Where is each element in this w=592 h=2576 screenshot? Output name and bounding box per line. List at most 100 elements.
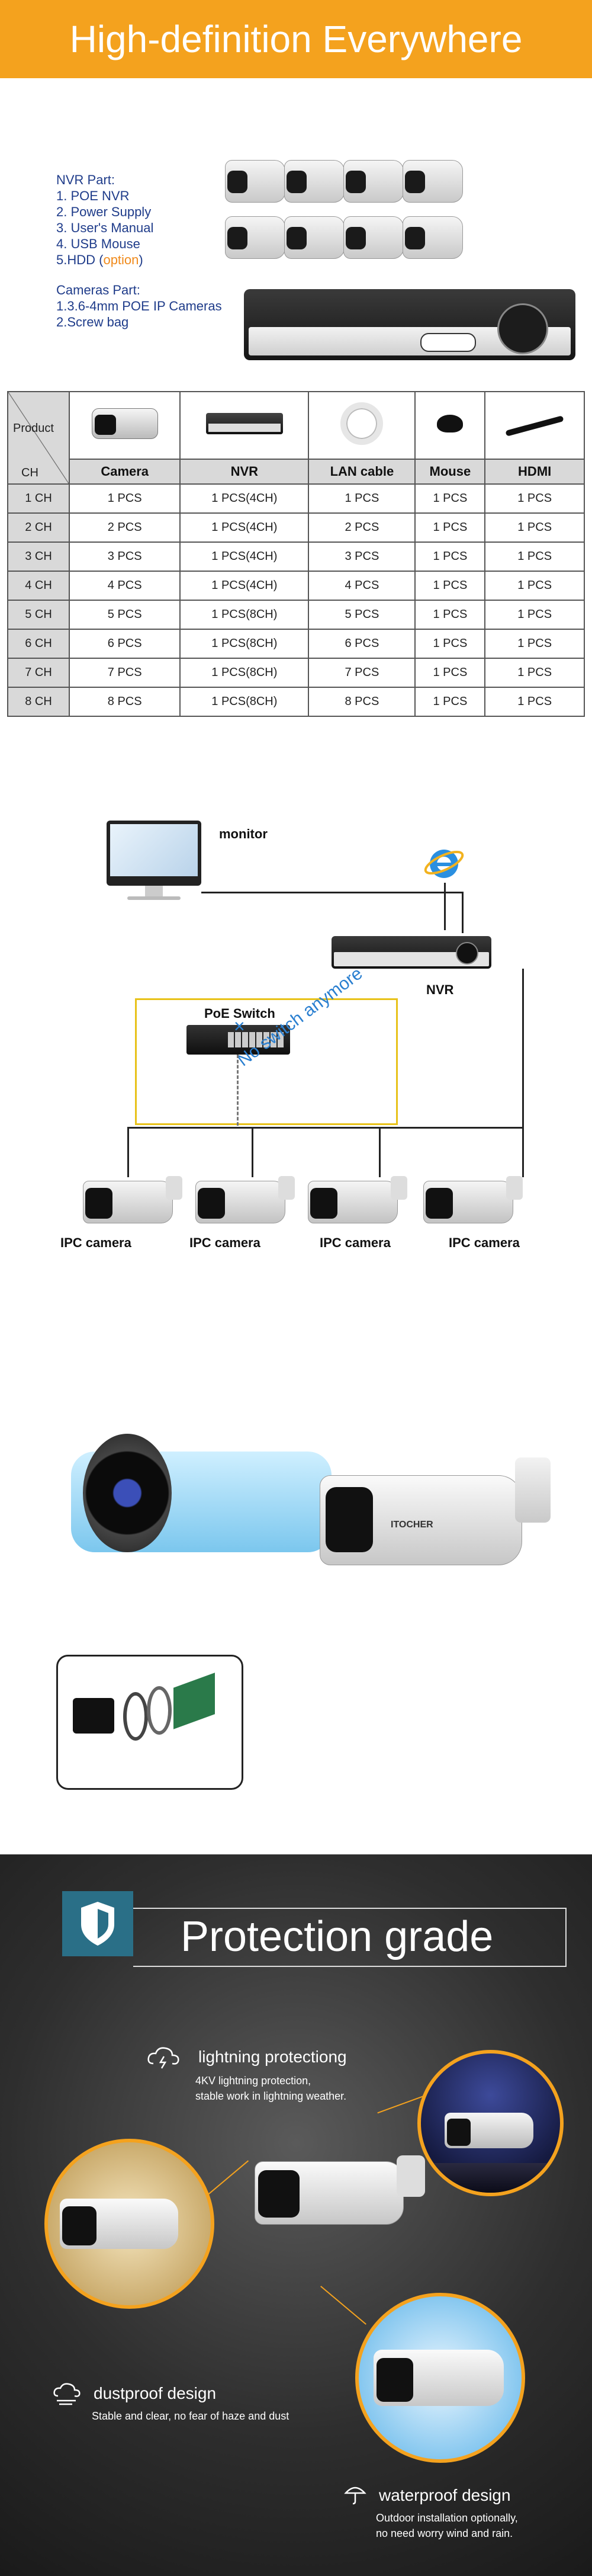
column-header: Mouse	[414, 459, 486, 485]
ipc-camera-image	[195, 1176, 296, 1223]
table-cell: 1 PCS(8CH)	[179, 658, 310, 688]
camera-image	[225, 210, 285, 259]
ch-cell: 6 CH	[7, 629, 70, 659]
table-cell: 5 PCS	[308, 600, 416, 630]
table-cell: 1 PCS	[68, 483, 181, 514]
dust-scene-image	[44, 2139, 214, 2309]
lightning-cloud-icon	[146, 2046, 182, 2072]
table-cell: 3 PCS	[308, 542, 416, 572]
cross-mark-icon: ×	[234, 1015, 245, 1037]
nvr-part-item: 4. USB Mouse	[56, 236, 140, 251]
cameras-part-item: 1.3.6-4mm POE IP Cameras	[56, 299, 222, 313]
product-mouse-image	[414, 391, 486, 460]
product-nvr-image	[179, 391, 310, 460]
ipc-camera-image	[308, 1176, 408, 1223]
header-title: High-definition Everywhere	[69, 18, 523, 60]
hdd-suffix: )	[139, 252, 143, 267]
ch-cell: 5 CH	[7, 600, 70, 630]
internet-explorer-icon	[423, 841, 465, 883]
water-title: waterproof design	[379, 2486, 511, 2504]
nvr-device-image	[332, 936, 491, 969]
dust-title: dustproof design	[94, 2384, 217, 2402]
table-cell: 6 PCS	[308, 629, 416, 659]
table-cell: 2 PCS	[308, 512, 416, 543]
ipc-camera-label: IPC camera	[189, 1235, 260, 1250]
ch-cell: 3 CH	[7, 542, 70, 572]
camera-image	[225, 154, 285, 203]
camera-lens-illustration: ITOCHER	[12, 1410, 580, 1606]
table-cell: 1 PCS	[484, 571, 585, 601]
ch-cell: 4 CH	[7, 571, 70, 601]
center-camera-image	[255, 2155, 426, 2226]
protection-section: Protection grade lightning protectiong 4…	[0, 1854, 592, 2576]
camera-image	[284, 154, 345, 203]
table-cell: 1 PCS	[414, 658, 486, 688]
column-header: LAN cable	[308, 459, 416, 485]
ch-cell: 2 CH	[7, 512, 70, 543]
cameras-part-heading: Cameras Part:	[56, 283, 140, 297]
product-hdmi-image	[484, 391, 585, 460]
ch-cell: 1 CH	[7, 483, 70, 514]
table-cell: 7 PCS	[308, 658, 416, 688]
umbrella-icon	[343, 2482, 367, 2509]
lens-component-image	[56, 1655, 243, 1790]
table-cell: 1 PCS(8CH)	[179, 600, 310, 630]
column-header: HDMI	[484, 459, 585, 485]
table-cell: 1 PCS	[414, 571, 486, 601]
nvr-part-heading: NVR Part:	[56, 172, 115, 187]
water-desc: no need worry wind and rain.	[376, 2527, 513, 2539]
camera-image	[343, 210, 404, 259]
camera-brand-text: ITOCHER	[391, 1520, 433, 1530]
product-camera-image	[68, 391, 181, 460]
camera-image	[284, 210, 345, 259]
ipc-camera-image	[83, 1176, 184, 1223]
table-cell: 1 PCS	[414, 512, 486, 543]
table-cell: 8 PCS	[68, 687, 181, 717]
shield-icon	[81, 1902, 114, 1946]
table-cell: 1 PCS	[484, 629, 585, 659]
nvr-part-item: 3. User's Manual	[56, 220, 154, 235]
hdd-option: option	[103, 252, 139, 267]
lightning-desc: 4KV lightning protection,	[195, 2075, 311, 2087]
ch-label: CH	[21, 466, 38, 479]
table-cell: 1 PCS	[484, 600, 585, 630]
ch-cell: 7 CH	[7, 658, 70, 688]
table-cell: 1 PCS	[484, 687, 585, 717]
lightning-desc: stable work in lightning weather.	[195, 2090, 347, 2102]
table-cell: 6 PCS	[68, 629, 181, 659]
nvr-label: NVR	[426, 982, 454, 997]
shield-badge	[62, 1891, 133, 1956]
table-cell: 7 PCS	[68, 658, 181, 688]
ch-cell: 8 CH	[7, 687, 70, 717]
network-diagram: monitor NVR PoE Switch × No switch anymo…	[0, 794, 592, 1315]
monitor-label: monitor	[219, 826, 268, 841]
protection-title: Protection grade	[181, 1913, 494, 1960]
table-cell: 1 PCS(4CH)	[179, 571, 310, 601]
camera-image	[343, 154, 404, 203]
header-banner: High-definition Everywhere	[0, 0, 592, 78]
nvr-part-item: 1. POE NVR	[56, 188, 130, 203]
table-cell: 1 PCS	[414, 629, 486, 659]
ipc-camera-label: IPC camera	[60, 1235, 131, 1250]
table-cell: 1 PCS	[414, 687, 486, 717]
poe-switch-area	[135, 998, 398, 1125]
table-cell: 4 PCS	[68, 571, 181, 601]
lightning-scene-image	[417, 2050, 564, 2196]
camera-grid	[225, 151, 556, 281]
poe-switch-image	[186, 1025, 290, 1055]
table-cell: 1 PCS	[484, 483, 585, 514]
table-cell: 1 PCS(4CH)	[179, 512, 310, 543]
monitor-image	[107, 821, 201, 886]
table-cell: 3 PCS	[68, 542, 181, 572]
camera-image	[403, 154, 463, 203]
nvr-part-item: 2. Power Supply	[56, 204, 152, 219]
table-cell: 1 PCS	[484, 542, 585, 572]
table-cell: 1 PCS(8CH)	[179, 629, 310, 659]
